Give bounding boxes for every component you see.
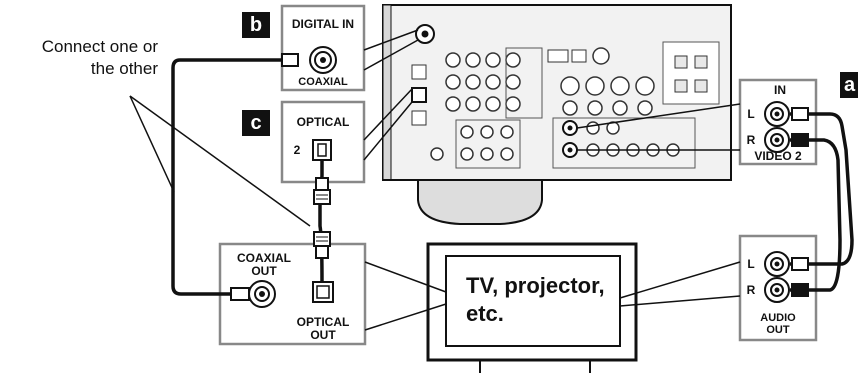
note-line-1: Connect one or <box>41 37 158 56</box>
digital-in-title: DIGITAL IN <box>291 17 355 31</box>
badge-c: c <box>242 110 270 136</box>
audio-out-l-label: L <box>747 257 755 271</box>
callout-video2-box <box>576 78 818 166</box>
badge-b: b <box>242 12 270 38</box>
tv-illustration <box>364 242 741 373</box>
note-text: Connect one or the other <box>0 36 158 80</box>
tv-label-line-1: TV, projector, <box>466 273 605 298</box>
source-optical-label: OPTICAL <box>296 315 350 329</box>
coax-plug-bottom <box>230 287 250 301</box>
source-optical-out-label: OUT <box>310 328 336 342</box>
note-pointer-lines <box>129 95 311 227</box>
rca-cables <box>790 112 854 292</box>
tv-label: TV, projector, etc. <box>466 272 616 328</box>
audio-out-r-label: R <box>746 283 756 297</box>
audio-out-line1: AUDIO <box>760 312 796 324</box>
coax-plug-top <box>281 53 299 67</box>
source-output-box <box>218 242 367 346</box>
audio-out-line2: OUT <box>766 324 790 336</box>
callout-digital-in-box <box>280 4 419 92</box>
receiver-rear-panel <box>382 4 732 225</box>
coaxial-cable <box>171 58 299 296</box>
optical-cable <box>313 160 331 283</box>
note-line-2: the other <box>90 59 158 78</box>
optical-in-title: OPTICAL <box>296 115 350 129</box>
video2-r-label: R <box>746 133 756 147</box>
rca-plugs <box>791 107 809 297</box>
optical-in-number: 2 <box>293 143 301 157</box>
source-coaxial-label: COAXIAL <box>237 251 291 265</box>
source-coaxial-out-label: OUT <box>251 264 277 278</box>
badge-a: a <box>840 72 858 98</box>
tv-label-line-2: etc. <box>466 301 504 326</box>
video2-l-label: L <box>747 107 755 121</box>
digital-in-coaxial-label: COAXIAL <box>298 76 348 88</box>
video2-title: VIDEO 2 <box>754 149 802 163</box>
video2-in-label: IN <box>774 83 786 97</box>
